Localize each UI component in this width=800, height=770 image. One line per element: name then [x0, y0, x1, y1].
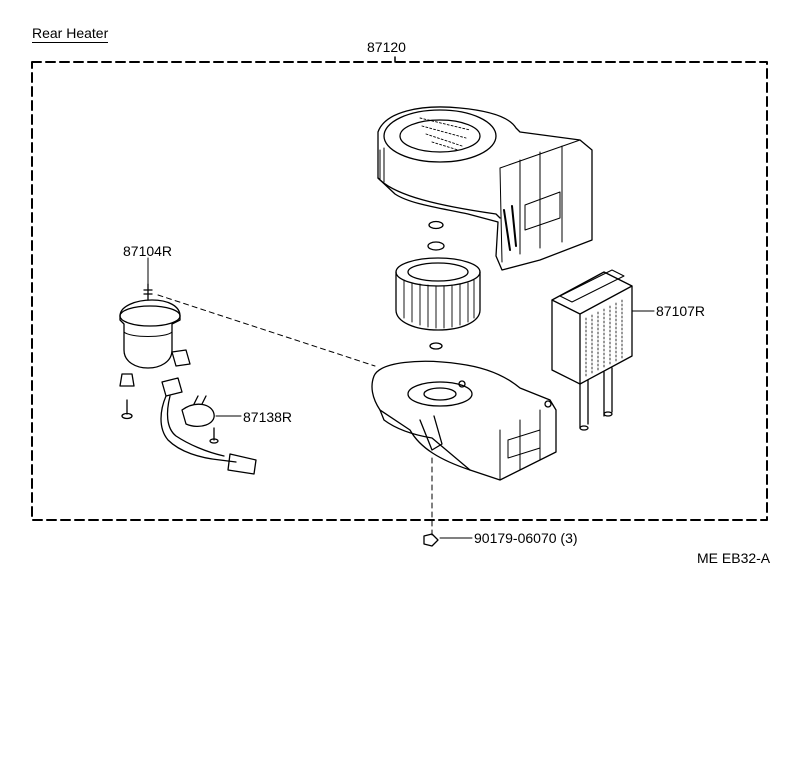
- leader-lines: [157, 294, 433, 536]
- screw-quantity: (3): [560, 530, 578, 546]
- label-leaders: [147, 257, 655, 539]
- assembly-boundary: [31, 56, 768, 521]
- section-title: Rear Heater: [32, 25, 109, 43]
- radiator-part-number[interactable]: 87107R: [656, 303, 706, 319]
- washers: [427, 220, 445, 350]
- mounting-screw: [423, 533, 439, 547]
- screw-part-number: 90179-06070: [474, 530, 557, 546]
- blower-resistor: [160, 349, 257, 475]
- blower-upper-case: [377, 106, 593, 271]
- reference-code: ME EB32-A: [697, 550, 771, 566]
- motor-part-number[interactable]: 87104R: [123, 243, 173, 259]
- blower-motor: [119, 283, 181, 369]
- resistor-part-number[interactable]: 87138R: [243, 409, 293, 425]
- screw-part-label[interactable]: 90179-06070 (3): [474, 530, 578, 546]
- assembly-part-number[interactable]: 87120: [367, 39, 406, 55]
- blower-lower-case: [371, 360, 557, 481]
- heater-radiator: [551, 269, 633, 431]
- motor-fasteners: [119, 373, 135, 420]
- blower-fan: [395, 257, 481, 331]
